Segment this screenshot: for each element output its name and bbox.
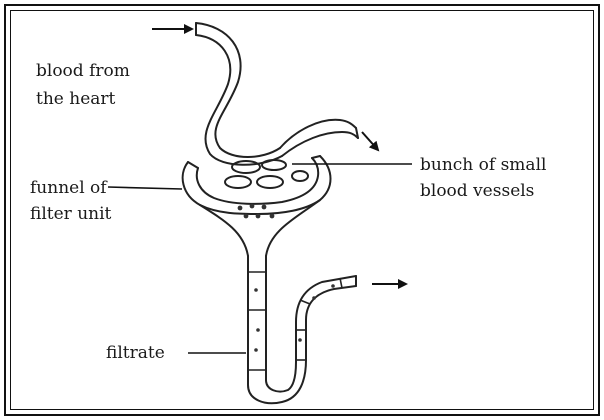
capillary-loop [292,171,308,181]
funnel-neck-right [266,200,320,256]
label-funnel-1: funnel of [30,178,108,198]
cell-dots [238,204,335,352]
incoming-vessel-outer-wall [196,23,280,157]
leader-funnel [108,187,182,189]
label-blood-from-heart-2: the heart [36,89,116,109]
label-blood-from-heart-1: blood from [36,61,130,81]
outflow-arrow [362,132,378,150]
label-funnel-2: filter unit [30,204,112,224]
capillary-loop [232,161,260,173]
label-filtrate: filtrate [106,343,165,363]
label-bunch-vessels-1: bunch of small [420,155,546,175]
capillary-loop [262,160,286,170]
capillary-loop [257,176,283,188]
outgoing-vessel-wall-1 [280,120,356,148]
tubule-right-wall [266,256,356,392]
label-bunch-vessels-2: blood vessels [420,181,534,201]
capillary-loop [225,176,251,188]
